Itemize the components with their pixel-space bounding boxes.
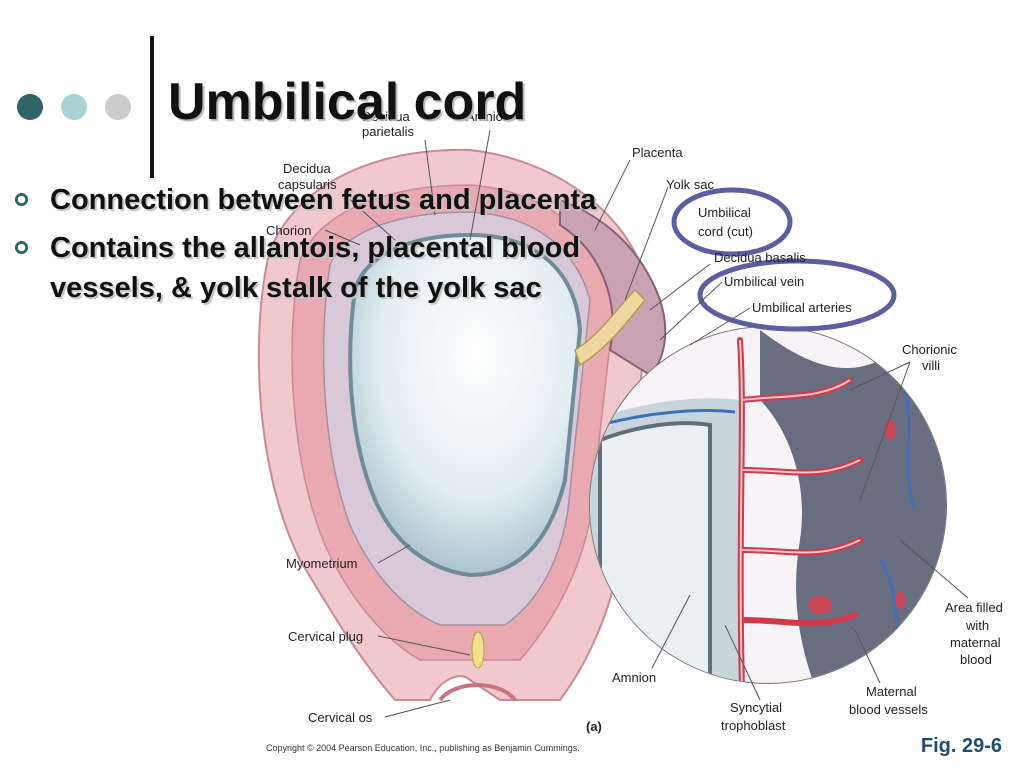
bullet-text: Connection between fetus and placenta (50, 184, 597, 216)
label-syncytial-trophoblast-2: trophoblast (721, 718, 786, 733)
label-cervical-plug: Cervical plug (288, 629, 363, 644)
label-area-filled-4: blood (960, 652, 992, 667)
label-yolk-sac: Yolk sac (666, 177, 714, 192)
label-decidua-capsularis-2: capsularis (278, 177, 337, 192)
decorative-dots (17, 94, 137, 122)
label-chorion: Chorion (266, 223, 312, 238)
label-umbilical-cord: Umbilical (698, 205, 751, 220)
label-chorionic-villi-2: villi (922, 358, 940, 373)
label-area-filled: Area filled (945, 600, 1003, 615)
copyright-text: Copyright © 2004 Pearson Education, Inc.… (266, 743, 580, 753)
panel-label: (a) (586, 719, 602, 734)
label-amnion-top: Amnion (466, 109, 510, 124)
label-area-filled-2: with (965, 618, 989, 633)
cervical-os-shape (438, 683, 517, 702)
amniotic-sac (348, 232, 583, 578)
label-syncytial-trophoblast: Syncytial (730, 700, 782, 715)
placenta-shape (559, 198, 667, 377)
bullet-item: Contains the allantois, placental blood … (14, 228, 614, 308)
bullet-item: Connection between fetus and placenta (14, 180, 614, 220)
label-amnion-bottom: Amnion (612, 670, 656, 685)
label-maternal-blood-vessels-2: blood vessels (849, 702, 928, 717)
bullet-text: Contains the allantois, placental blood … (50, 232, 581, 304)
label-umbilical-vein: Umbilical vein (724, 274, 804, 289)
highlight-umbilical-cord (671, 187, 793, 257)
slide-title: Umbilical cord (168, 73, 527, 131)
label-chorionic-villi: Chorionic (902, 342, 957, 357)
label-decidua-parietalis-2: parietalis (362, 124, 415, 139)
ring-bullet-icon (14, 240, 29, 255)
label-maternal-blood-vessels: Maternal (866, 684, 917, 699)
label-umbilical-cord-2: cord (cut) (698, 224, 753, 239)
label-umbilical-arteries: Umbilical arteries (752, 300, 852, 315)
leader-lines (324, 129, 969, 718)
label-area-filled-3: maternal (950, 635, 1001, 650)
dot-light (61, 94, 87, 120)
dot-gray (105, 94, 131, 120)
highlight-umbilical-vessels (697, 258, 897, 332)
zoom-detail (590, 327, 946, 683)
bullet-list: Connection between fetus and placenta Co… (14, 180, 614, 316)
label-decidua-parietalis: Decidua (362, 109, 410, 124)
label-decidua-capsularis: Decidua (283, 161, 331, 176)
label-myometrium: Myometrium (286, 556, 358, 571)
title-divider (150, 36, 154, 178)
cervical-plug-shape (471, 631, 485, 669)
dot-dark (17, 94, 43, 120)
ring-bullet-icon (14, 192, 29, 207)
label-placenta: Placenta (632, 145, 683, 160)
label-cervical-os: Cervical os (308, 710, 373, 725)
figure-reference: Fig. 29-6 (920, 735, 1002, 757)
umbilical-cord-shape (574, 288, 647, 367)
label-decidua-basalis: Decidua basalis (714, 250, 806, 265)
